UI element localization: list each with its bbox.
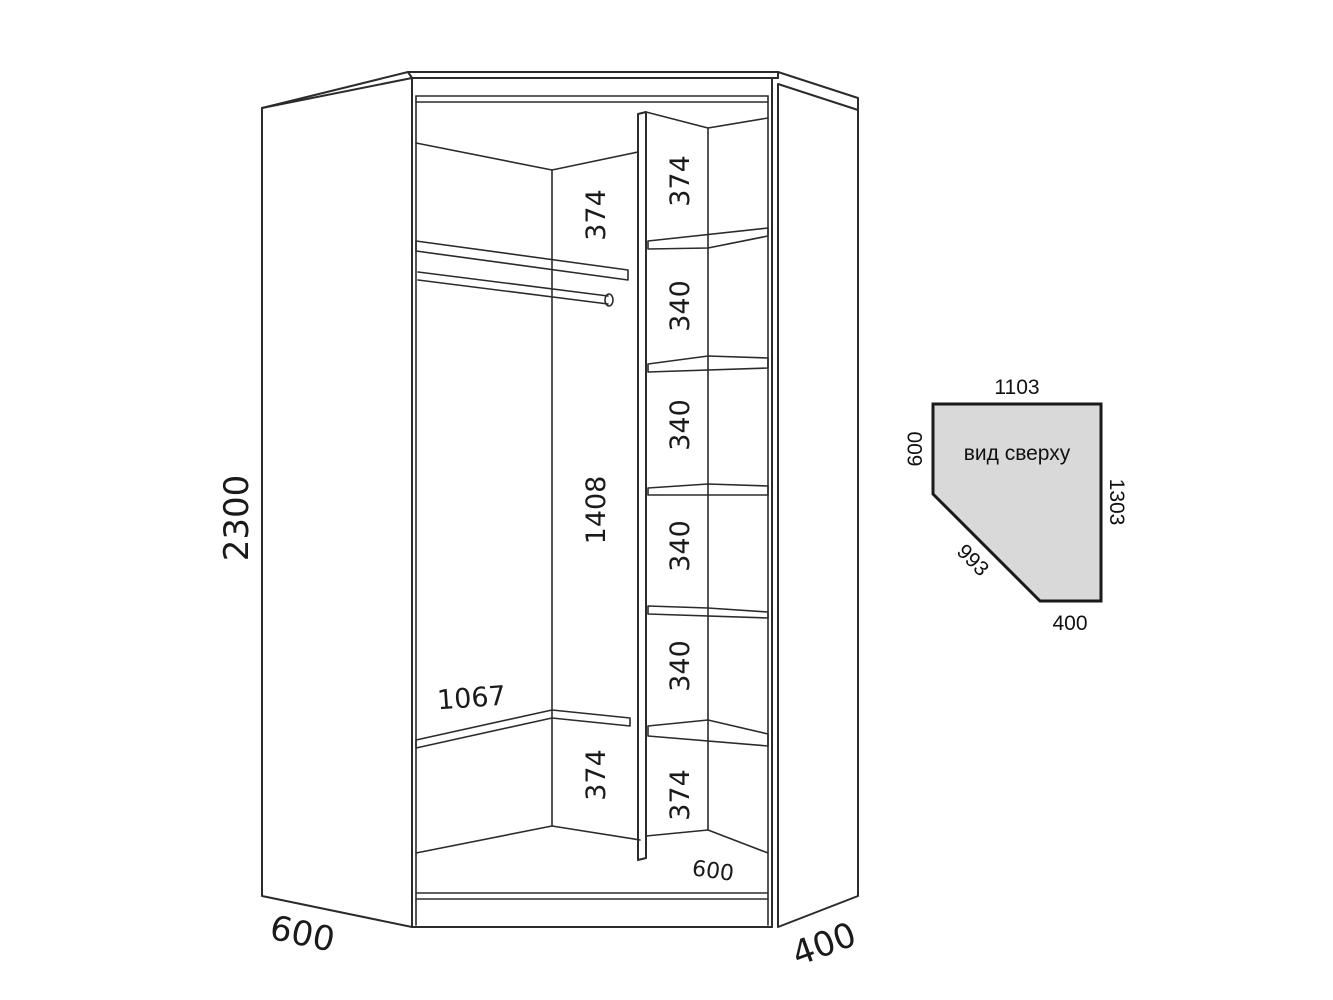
dim-upper-section: 374 [581,189,612,241]
dim-depth-right: 400 [787,915,862,975]
plan-label: вид сверху [964,442,1071,465]
top-panel [407,71,779,103]
dim-depth-left: 600 [266,908,338,961]
right-shelf [647,483,769,496]
right-side-panel [777,71,859,928]
top-view-plan: вид сверху 1103 600 1303 993 400 [904,376,1128,635]
hat-shelf [415,240,629,281]
right-shelf [647,355,769,373]
dim-bottom-depth: 600 [690,856,735,887]
right-shelf [647,719,769,747]
lower-shelf [415,709,631,749]
right-bay-walls [645,117,769,854]
dim-shelf-width: 1067 [436,681,507,717]
divider-panel [637,111,709,861]
right-shelf [647,605,769,619]
plan-dim-top: 1103 [994,376,1039,399]
plan-dim-bottom: 400 [1052,612,1087,635]
dim-right-shelf-1: 340 [665,280,696,332]
dim-right-shelf-2: 340 [665,399,696,451]
right-shelf [647,227,769,250]
dim-right-shelf-4: 340 [665,640,696,692]
right-shelves [647,227,769,747]
cabinet-dimensions: 2300 600 400 1067 1408 374 374 374 340 3… [217,155,862,974]
dim-right-bottom: 374 [665,769,696,821]
dim-right-shelf-3: 340 [665,520,696,572]
plan-shape [931,402,1103,603]
dim-right-top: 374 [665,155,696,207]
left-side-panel [261,71,413,928]
plan-dim-left: 600 [904,431,927,466]
dim-hanging-section: 1408 [581,476,612,545]
plan-dim-right: 1303 [1105,479,1128,526]
clothes-rail [417,271,614,307]
dim-lower-section: 374 [581,749,612,801]
interior-back-walls [415,142,639,827]
dim-height-total: 2300 [217,475,257,562]
